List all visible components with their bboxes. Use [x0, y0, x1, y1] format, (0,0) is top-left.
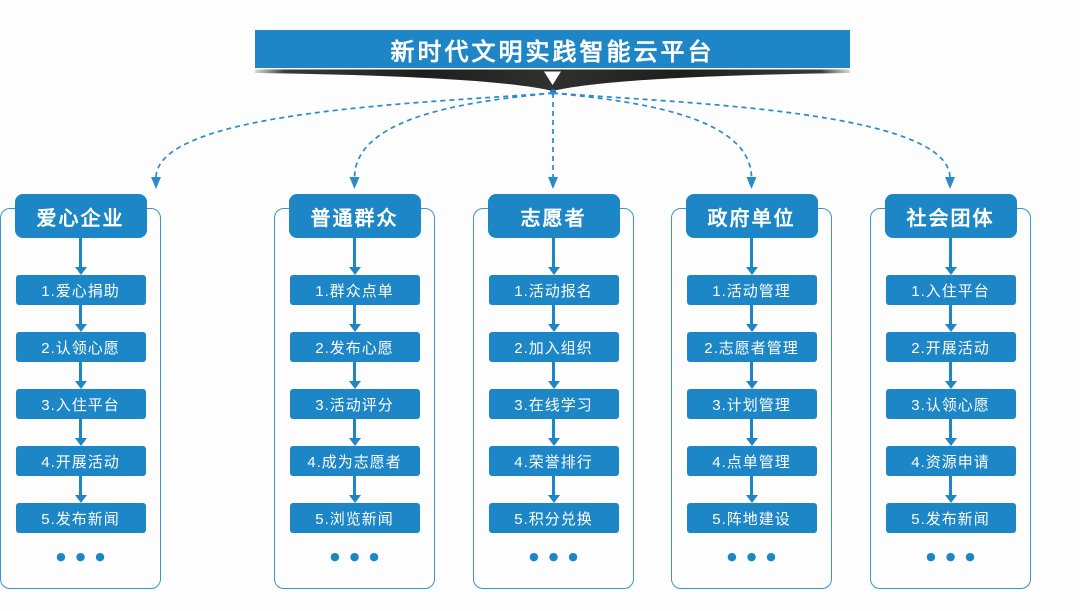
down-arrow-icon [671, 305, 832, 332]
flow-step: 4.成为志愿者 [289, 446, 420, 476]
flow-step: 3.计划管理 [686, 389, 817, 419]
flow-step: 1.活动报名 [488, 275, 619, 305]
down-arrow-icon [274, 305, 435, 332]
down-arrow-icon [671, 419, 832, 446]
column-header: 政府单位 [685, 194, 818, 238]
flow-step: 1.爱心捐助 [15, 275, 146, 305]
flow-step: 4.荣誉排行 [488, 446, 619, 476]
connector-line-5 [552, 92, 951, 179]
column-volunteers: 志愿者 1.活动报名 2.加入组织 3.在线学习 4.荣誉排行 5.积分兑换 ●… [473, 194, 634, 592]
down-arrow-icon [870, 419, 1031, 446]
column-social-groups: 社会团体 1.入住平台 2.开展活动 3.认领心愿 4.资源申请 5.发布新闻 … [870, 194, 1031, 592]
connector-origin-dot [550, 89, 556, 95]
flow-step: 4.资源申请 [885, 446, 1016, 476]
flow-step: 4.点单管理 [686, 446, 817, 476]
platform-title: 新时代文明实践智能云平台 [390, 38, 715, 66]
column-header: 普通群众 [288, 194, 421, 238]
flow-step: 3.活动评分 [289, 389, 420, 419]
connector-line-2 [353, 92, 554, 179]
column-government-units: 政府单位 1.活动管理 2.志愿者管理 3.计划管理 4.点单管理 5.阵地建设… [671, 194, 832, 592]
flow-step: 5.阵地建设 [686, 503, 817, 533]
column-caring-enterprises: 爱心企业 1.爱心捐助 2.认领心愿 3.入住平台 4.开展活动 5.发布新闻 … [0, 194, 161, 592]
flow-step: 1.入住平台 [885, 275, 1016, 305]
ellipsis-icon: ●●● [330, 550, 389, 563]
flow-step: 5.发布新闻 [15, 503, 146, 533]
down-arrow-icon [473, 305, 634, 332]
down-arrow-icon [0, 476, 161, 503]
connector-line-1 [155, 92, 554, 179]
flow-step: 2.加入组织 [488, 332, 619, 362]
connector-arrowhead-4 [746, 177, 757, 189]
ellipsis-icon: ●●● [926, 550, 985, 563]
down-arrow-icon [274, 362, 435, 389]
down-arrow-icon [0, 419, 161, 446]
down-arrow-icon [671, 476, 832, 503]
down-arrow-icon [473, 238, 634, 275]
flow-step: 2.开展活动 [885, 332, 1016, 362]
flow-step: 2.志愿者管理 [686, 332, 817, 362]
connector-line-4 [552, 92, 753, 179]
flow-step: 4.开展活动 [15, 446, 146, 476]
connector-arrowhead-3 [548, 177, 558, 189]
flow-step: 2.发布心愿 [289, 332, 420, 362]
flow-step: 5.发布新闻 [885, 503, 1016, 533]
column-header: 志愿者 [487, 194, 620, 238]
down-arrow-icon [0, 305, 161, 332]
banner-down-arrow-icon [544, 71, 561, 85]
flow-step: 3.在线学习 [488, 389, 619, 419]
down-arrow-icon [870, 476, 1031, 503]
ellipsis-icon: ●●● [56, 550, 115, 563]
down-arrow-icon [274, 476, 435, 503]
flow-step: 2.认领心愿 [15, 332, 146, 362]
down-arrow-icon [870, 238, 1031, 275]
down-arrow-icon [473, 419, 634, 446]
column-header: 爱心企业 [14, 194, 147, 238]
flow-step: 5.积分兑换 [488, 503, 619, 533]
connector-arrowhead-2 [349, 177, 360, 189]
ellipsis-icon: ●●● [727, 550, 786, 563]
down-arrow-icon [473, 362, 634, 389]
down-arrow-icon [0, 238, 161, 275]
connector-arrowhead-1 [151, 177, 161, 189]
down-arrow-icon [870, 305, 1031, 332]
platform-title-bar: 新时代文明实践智能云平台 [255, 30, 850, 68]
connector-arrowhead-5 [945, 177, 955, 189]
flow-step: 1.活动管理 [686, 275, 817, 305]
down-arrow-icon [0, 362, 161, 389]
flow-step: 1.群众点单 [289, 275, 420, 305]
down-arrow-icon [870, 362, 1031, 389]
down-arrow-icon [671, 238, 832, 275]
ribbon-banner [255, 69, 850, 91]
down-arrow-icon [274, 419, 435, 446]
down-arrow-icon [274, 238, 435, 275]
down-arrow-icon [473, 476, 634, 503]
ellipsis-icon: ●●● [529, 550, 588, 563]
flow-step: 3.认领心愿 [885, 389, 1016, 419]
flow-step: 3.入住平台 [15, 389, 146, 419]
column-general-public: 普通群众 1.群众点单 2.发布心愿 3.活动评分 4.成为志愿者 5.浏览新闻… [274, 194, 435, 592]
flow-step: 5.浏览新闻 [289, 503, 420, 533]
down-arrow-icon [671, 362, 832, 389]
column-header: 社会团体 [884, 194, 1017, 238]
